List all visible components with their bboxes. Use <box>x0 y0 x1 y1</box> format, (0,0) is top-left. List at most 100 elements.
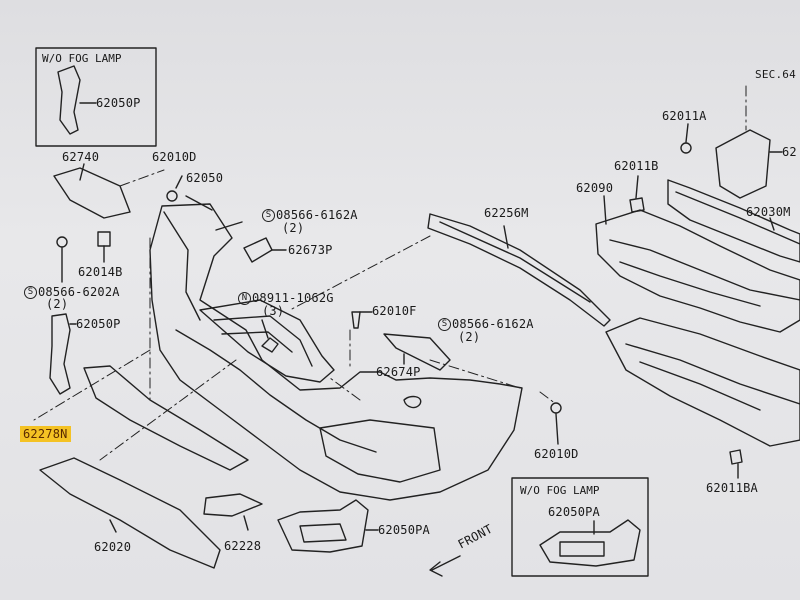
label-62090: 62090 <box>576 181 614 195</box>
leader-62740 <box>79 163 85 181</box>
leader-62020 <box>109 519 117 533</box>
label-62010F: 62010F <box>372 304 417 318</box>
screw-c-number: 08566-6162A <box>452 317 534 331</box>
label-screw-a-qty: (2) <box>282 221 305 235</box>
absorber-rib-2 <box>619 261 761 307</box>
grille-slat-2 <box>221 331 293 353</box>
fog-cover-part-box <box>57 65 81 135</box>
screw-08566-6202A-head <box>56 236 68 248</box>
part-62256M <box>427 213 611 327</box>
bolt-62011A <box>680 142 692 154</box>
grille-slat-1 <box>213 315 313 367</box>
leader-62030M <box>769 217 775 231</box>
bolt-62010D-bottom <box>550 402 562 414</box>
label-62020: 62020 <box>94 540 132 554</box>
screw-c-symbol: S <box>438 318 451 331</box>
clip-62010F <box>351 311 361 329</box>
sec-ref-label: SEC.64 <box>755 68 796 81</box>
lower-molding <box>83 365 249 471</box>
label-62050PA: 62050PA <box>378 523 430 537</box>
screw-a-symbol: S <box>262 209 275 222</box>
bumper-crease <box>175 329 377 453</box>
label-62050P: 62050P <box>76 317 121 331</box>
alignment-lines <box>33 169 557 461</box>
nut-number: 08911-1062G <box>252 291 334 305</box>
label-nut-qty: (3) <box>262 304 285 318</box>
part-62673P <box>243 237 273 263</box>
label-62740: 62740 <box>62 150 100 164</box>
label-62030M: 62030M <box>746 205 791 219</box>
leader-62011A <box>685 123 689 143</box>
label-62278N-highlight: 62278N <box>20 426 71 442</box>
absorber-rib-1 <box>609 239 800 301</box>
leader-62228 <box>243 515 249 531</box>
fog-lamp-box-top-left <box>35 47 157 147</box>
fog-cover-pa-box <box>539 519 641 567</box>
fog-cover-pa-box-inner <box>559 541 605 557</box>
label-62256M: 62256M <box>484 206 529 220</box>
part-62740-bracket <box>53 167 131 219</box>
clip-62011B <box>629 197 645 213</box>
part-62020-spoiler <box>39 457 221 569</box>
screw-a-shaft <box>215 221 243 231</box>
part-62050PA <box>277 499 369 553</box>
nut-symbol: N <box>238 292 251 305</box>
clip-62011BA <box>729 449 743 465</box>
part-62030M-reinforcement <box>667 179 800 263</box>
part-62050PA-inner <box>299 523 347 543</box>
leader-nut <box>261 319 269 339</box>
label-62-right: 62 <box>782 145 797 159</box>
label-62673P: 62673P <box>288 243 333 257</box>
label-62011A: 62011A <box>662 109 707 123</box>
bumper-fascia <box>149 203 523 501</box>
box-title-bottom-right: W/O FOG LAMP <box>520 484 600 497</box>
bolt-62010D-top <box>166 190 178 202</box>
leader-62090 <box>603 195 607 225</box>
front-arrow-head <box>429 561 443 577</box>
fog-lamp-box-bottom-right <box>511 477 649 577</box>
grille-opening <box>199 299 335 383</box>
label-62050: 62050 <box>186 171 224 185</box>
label-62050P-box: 62050P <box>96 96 141 110</box>
bumper-edge-line <box>163 211 201 321</box>
part-62090-absorber <box>595 209 800 333</box>
screw-b-symbol: S <box>24 286 37 299</box>
screw-a-number: 08566-6162A <box>276 208 358 222</box>
label-62228: 62228 <box>224 539 262 553</box>
part-62228 <box>203 493 263 517</box>
label-62674P: 62674P <box>376 365 421 379</box>
part-62014B-clip <box>97 231 111 247</box>
part-62256M-inner <box>439 221 591 303</box>
screw-b-number: 08566-6202A <box>38 285 120 299</box>
undercover-rib-1 <box>625 343 800 405</box>
label-62010D-bottom: 62010D <box>534 447 579 461</box>
label-62011B: 62011B <box>614 159 659 173</box>
front-arrow-shaft <box>431 555 461 571</box>
lower-grille-opening <box>319 419 441 483</box>
reinforcement-line <box>675 191 800 245</box>
leader-62256M <box>503 225 509 249</box>
part-62-bracket <box>715 129 771 199</box>
label-screw-c-qty: (2) <box>458 330 481 344</box>
label-62011BA: 62011BA <box>706 481 758 495</box>
sensor-hole <box>403 395 422 409</box>
label-62010D-top: 62010D <box>152 150 197 164</box>
box-title-top-left: W/O FOG LAMP <box>42 52 122 65</box>
leader-62011B <box>635 175 639 199</box>
nut-08911 <box>261 337 279 353</box>
label-62050PA-box: 62050PA <box>548 505 600 519</box>
leader-62050 <box>185 195 213 211</box>
label-screw-b-qty: (2) <box>46 297 69 311</box>
leader-62010D-bottom <box>555 413 559 445</box>
label-62278N: 62278N <box>20 426 71 442</box>
undercover-rib-2 <box>639 361 761 411</box>
part-62050P <box>49 313 71 395</box>
part-undercover <box>605 317 800 447</box>
label-62014B: 62014B <box>78 265 123 279</box>
